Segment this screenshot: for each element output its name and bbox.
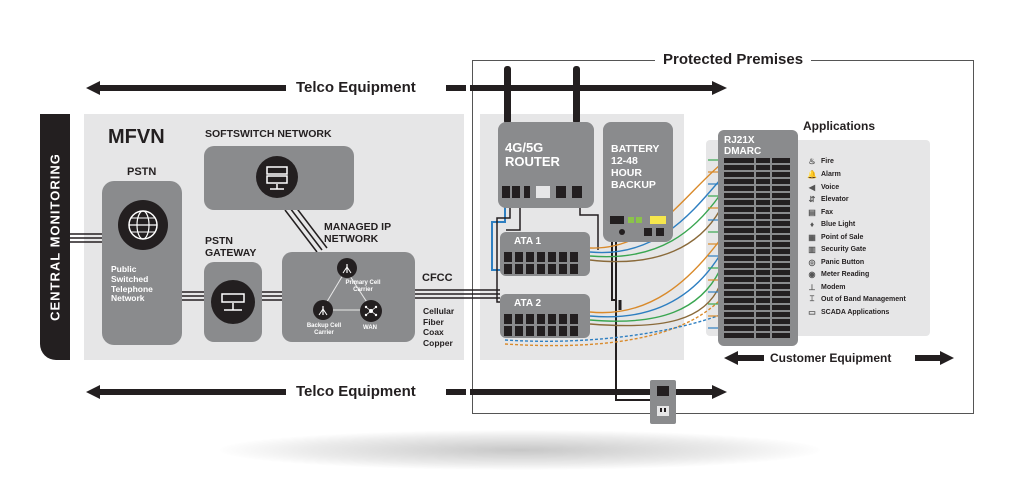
app-row-out-of-band: ⌶ Out of Band Management [806,293,906,305]
pstn-network-label: Public Switched Telephone Network [111,264,153,304]
scada-icon: ▭ [808,307,816,317]
app-row-alarm: 🔔 Alarm [806,168,841,180]
primary-cell-label: Primary Cell Carrier [345,280,381,293]
app-label: Elevator [821,195,849,203]
telco-equipment-top-label: Telco Equipment [296,79,416,96]
cfcc-label: CFCC [422,272,453,284]
customer-equipment-label: Customer Equipment [770,351,892,365]
app-label: Blue Light [821,220,856,228]
router-antennas [504,66,580,124]
power-outlet [650,380,676,424]
primary-cell-tower-icon [337,258,357,278]
blue-light-icon: ♦ [809,219,815,229]
app-label: Meter Reading [821,270,870,278]
app-row-elevator: ⇵ Elevator [806,193,849,205]
app-row-panic-button: ◎ Panic Button [806,256,865,268]
telco-equipment-bottom-label: Telco Equipment [296,383,416,400]
app-label: Alarm [821,170,841,178]
elevator-icon: ⇵ [808,194,816,204]
flame-icon: ♨ [808,156,816,166]
app-row-fire: ♨ Fire [806,155,834,167]
rj21x-label: RJ21X DMARC [724,135,762,157]
out-of-band-icon: ⌶ [809,294,815,303]
pstn-title: PSTN [127,166,157,178]
security-gate-icon: ▥ [808,244,816,254]
fax-icon: ▤ [808,207,816,217]
bell-icon: 🔔 [807,169,817,179]
speaker-icon: ◀ [808,182,816,192]
meter-icon: ◉ [808,269,816,279]
pstn-gateway-label: PSTN GATEWAY [205,235,257,259]
app-label: Out of Band Management [821,295,906,303]
app-label: Fax [821,208,834,216]
app-label: Panic Button [821,258,865,266]
app-row-modem: ⊥ Modem [806,281,846,293]
cfcc-media-label: Cellular Fiber Coax Copper [423,306,455,348]
mfvn-title: MFVN [108,126,165,148]
app-row-blue-light: ♦ Blue Light [806,218,855,230]
backup-cell-label: Backup Cell Carrier [306,323,342,336]
managed-ip-triangle [321,269,373,311]
gateway-icon [211,280,255,324]
modem-icon: ⊥ [808,282,816,292]
app-row-point-of-sale: ▦ Point of Sale [806,231,863,243]
panic-button-icon: ◎ [808,257,816,267]
app-row-scada: ▭ SCADA Applications [806,306,889,318]
backup-cell-tower-icon [313,300,333,320]
app-label: Security Gate [821,245,867,253]
ata1-label: ATA 1 [514,236,542,247]
managed-ip-label: MANAGED IP NETWORK [324,221,391,246]
app-row-meter-reading: ◉ Meter Reading [806,268,870,280]
app-label: Fire [821,157,834,165]
app-row-voice: ◀ Voice [806,181,839,193]
dmarc-terminal-rows [724,158,790,338]
app-row-fax: ▤ Fax [806,206,833,218]
applications-title: Applications [803,119,876,133]
router-label: 4G/5G ROUTER [505,140,560,170]
app-label: Point of Sale [821,233,864,241]
app-label: SCADA Applications [821,308,890,316]
router-ports [502,186,582,198]
globe-icon [118,200,168,250]
ata2-label: ATA 2 [514,298,542,309]
server-icon [256,156,298,198]
battery-indicators [610,216,666,236]
wan-label: WAN [363,325,377,331]
point-of-sale-icon: ▦ [808,232,816,242]
app-label: Modem [821,283,846,291]
softswitch-label: SOFTSWITCH NETWORK [205,128,332,140]
wan-icon [360,300,382,322]
ata1-ports [504,252,578,274]
app-label: Voice [821,183,840,191]
central-monitoring-bar [40,114,70,360]
protected-premises-title: Protected Premises [655,51,812,68]
floor-shadow [220,430,820,470]
battery-label: BATTERY 12-48 HOUR BACKUP [611,143,660,192]
ata2-ports [504,314,578,336]
app-row-security-gate: ▥ Security Gate [806,243,866,255]
